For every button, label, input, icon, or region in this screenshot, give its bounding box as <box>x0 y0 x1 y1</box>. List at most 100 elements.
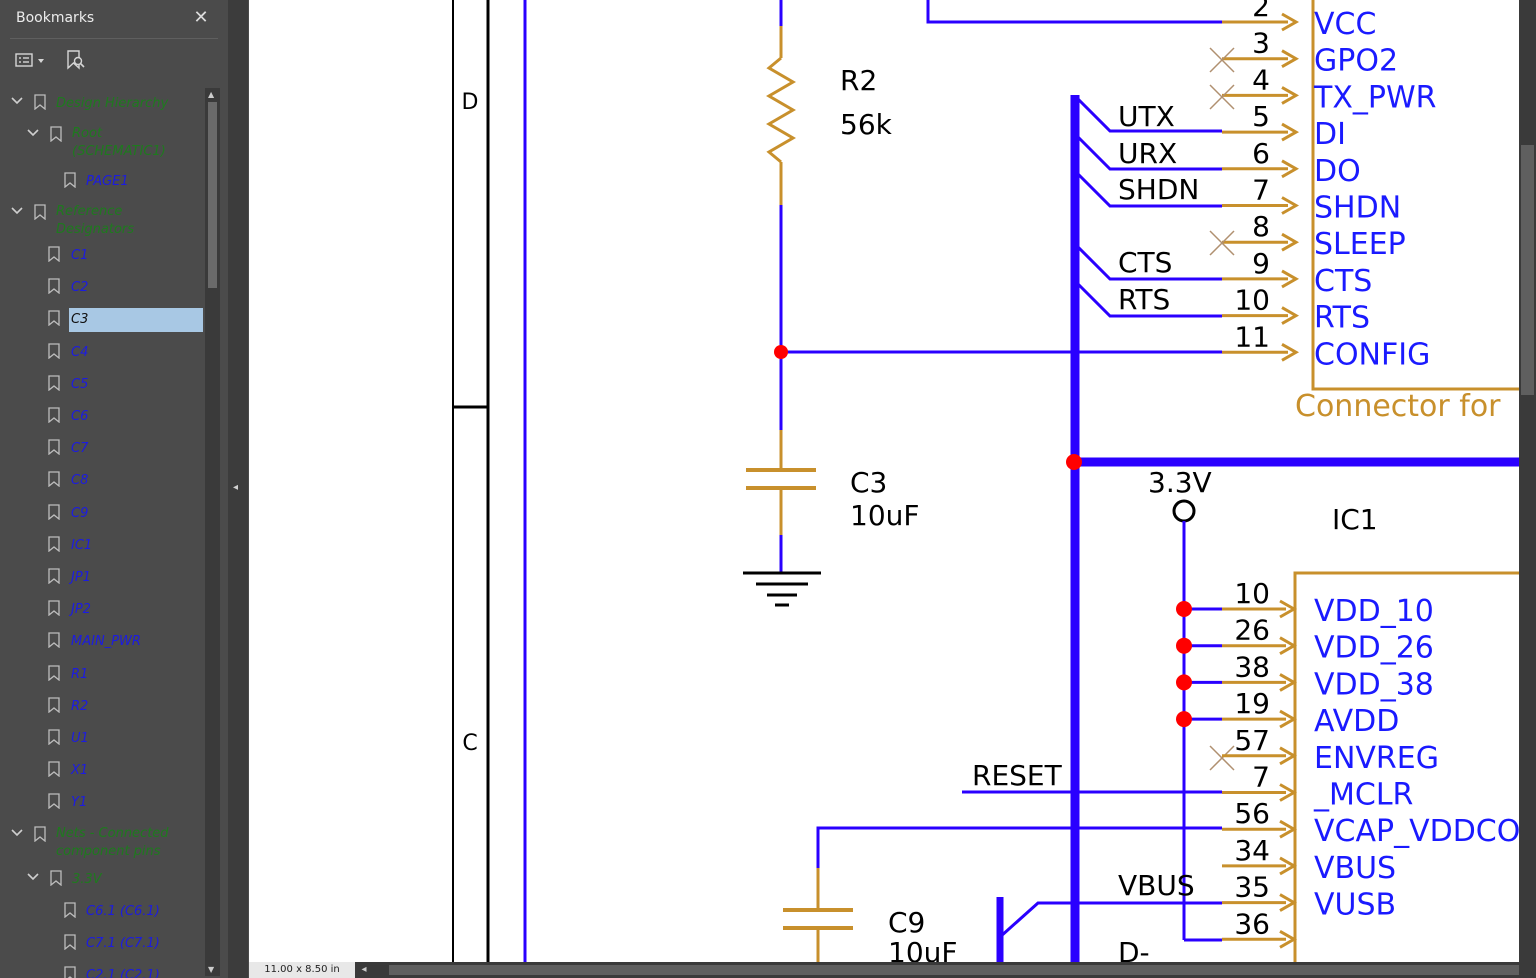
scroll-up-icon[interactable]: ▲ <box>208 90 215 99</box>
bookmark-icon <box>48 407 60 423</box>
pin-arrow-icon <box>1281 12 1300 32</box>
pin-name: VCC <box>1314 7 1376 42</box>
chevron-down-icon[interactable] <box>26 870 40 884</box>
chevron-down-icon[interactable] <box>10 826 24 840</box>
bookmark-icon <box>34 94 46 110</box>
find-bookmark-button[interactable] <box>64 48 88 72</box>
tree-item-c6-1[interactable]: C6.1 (C6.1) <box>0 898 204 924</box>
tree-group-nets[interactable]: Nets - Connected component pins <box>0 822 204 862</box>
pin-name: CONFIG <box>1314 337 1430 372</box>
scroll-left-icon[interactable]: ◂ <box>361 964 367 975</box>
scroll-down-icon[interactable]: ▼ <box>208 965 215 974</box>
tree-item-c3[interactable]: C3 <box>0 306 204 333</box>
tree-label: U1 <box>71 731 89 746</box>
bookmark-icon <box>48 793 60 810</box>
tree-item-c1[interactable]: C1 <box>0 242 204 268</box>
chevron-down-icon[interactable] <box>10 94 24 108</box>
tree-item-c7-1[interactable]: C7.1 (C7.1) <box>0 930 204 956</box>
panel-title: Bookmarks <box>16 10 95 26</box>
pin-number: 8 <box>1252 210 1270 243</box>
tree-item-jp1[interactable]: JP1 <box>0 564 204 590</box>
bookmark-icon <box>48 439 60 456</box>
bookmark-tree: Design Hierarchy Root (SCHEMATIC1) PAGE1… <box>0 88 204 978</box>
tree-item-c2[interactable]: C2 <box>0 274 204 300</box>
wire <box>926 0 1222 24</box>
tree-item-u1[interactable]: U1 <box>0 725 204 751</box>
tree-item-jp2[interactable]: JP2 <box>0 596 204 622</box>
pin-number: 2 <box>1252 0 1270 23</box>
document-vertical-scrollbar[interactable] <box>1519 0 1536 978</box>
bookmark-icon <box>48 471 60 488</box>
bookmark-icon <box>48 568 60 584</box>
net-label-vbus: VBUS <box>1118 869 1195 902</box>
tree-item-c8[interactable]: C8 <box>0 467 204 493</box>
pin-number: 7 <box>1252 174 1270 207</box>
tree-item-x1[interactable]: X1 <box>0 757 204 783</box>
pin-number: 10 <box>1234 577 1270 610</box>
tree-label: PAGE1 <box>86 174 129 189</box>
tree-item-r1[interactable]: R1 <box>0 661 204 687</box>
bookmark-icon <box>48 632 60 649</box>
tree-group-reference-designators[interactable]: Reference Designators <box>0 200 204 240</box>
tree-item-main-pwr[interactable]: MAIN_PWR <box>0 628 204 654</box>
close-icon[interactable]: ✕ <box>193 7 209 28</box>
tree-item-c7[interactable]: C7 <box>0 435 204 461</box>
pin-number: 11 <box>1234 320 1270 353</box>
tree-item-c4[interactable]: C4 <box>0 339 204 365</box>
tree-item-y1[interactable]: Y1 <box>0 789 204 815</box>
chevron-down-icon[interactable] <box>26 126 40 140</box>
tree-item-c2-1[interactable]: C2.1 (C2.1) <box>0 962 204 978</box>
tree-label: R1 <box>71 666 89 682</box>
pin-number: 38 <box>1234 650 1270 683</box>
document-scroll-thumb[interactable] <box>1521 145 1534 395</box>
tree-label: Y1 <box>71 795 88 811</box>
tree-item-c9[interactable]: C9 <box>0 500 204 526</box>
net-label-reset: RESET <box>972 759 1063 792</box>
tree-group-design-hierarchy[interactable]: Design Hierarchy <box>0 90 204 116</box>
bookmark-icon <box>50 870 62 886</box>
pin-arrow-icon <box>1279 673 1298 692</box>
panel-scroll-thumb[interactable] <box>208 102 217 288</box>
junction-dot <box>1176 601 1192 617</box>
tree-label: C3 <box>69 308 203 333</box>
panel-scrollbar[interactable]: ▲ ▼ <box>205 88 220 976</box>
pin-number: 4 <box>1252 63 1270 96</box>
tree-item-page1[interactable]: PAGE1 <box>0 168 204 194</box>
tree-group-3v3[interactable]: 3.3V <box>0 866 204 892</box>
pin-number: 57 <box>1234 724 1270 757</box>
pin-name: ENVREG <box>1314 741 1439 776</box>
document-canvas[interactable]: D C R2 56k C3 10uF <box>249 0 1519 962</box>
panel-splitter[interactable] <box>228 0 248 978</box>
pin-arrow-icon <box>1281 342 1300 362</box>
bookmark-icon <box>48 536 60 552</box>
tree-label: C6 <box>71 409 89 424</box>
tree-item-c5[interactable]: C5 <box>0 371 204 397</box>
bookmark-icon <box>64 966 76 978</box>
pin-name: VUSB <box>1314 888 1396 923</box>
chevron-down-icon[interactable] <box>10 204 24 218</box>
schematic-drawing: D C R2 56k C3 10uF <box>452 0 1519 962</box>
collapse-panel-icon[interactable]: ◂ <box>233 482 239 493</box>
bookmark-icon <box>48 600 60 617</box>
page-size-indicator: 11.00 x 8.50 in <box>249 962 355 978</box>
tree-item-r2[interactable]: R2 <box>0 693 204 719</box>
pin-arrow-icon <box>1279 636 1298 656</box>
options-menu-button[interactable] <box>14 48 50 72</box>
tree-label: R2 <box>71 698 89 714</box>
pin-number: 56 <box>1234 797 1270 830</box>
pin-arrow-icon <box>1281 196 1300 215</box>
ground-symbol <box>743 571 821 607</box>
bookmark-icon <box>64 902 76 918</box>
junction-dot <box>774 345 788 359</box>
c3-value: 10uF <box>850 499 919 532</box>
connector-caption: Connector for <box>1295 389 1501 424</box>
tree-group-root[interactable]: Root (SCHEMATIC1) <box>0 122 204 162</box>
tree-item-c6[interactable]: C6 <box>0 403 204 429</box>
zone-label-d: D <box>462 90 479 115</box>
pin-arrow-icon <box>1281 86 1300 105</box>
ic1-pins: 10VDD_1026VDD_2638VDD_3819AVDD57ENVREG7_… <box>1176 577 1519 949</box>
pin-number: 7 <box>1252 761 1270 794</box>
pin-name: SHDN <box>1314 191 1401 226</box>
tree-item-ic1[interactable]: IC1 <box>0 532 204 558</box>
horizontal-scroll-thumb[interactable] <box>389 965 1519 975</box>
